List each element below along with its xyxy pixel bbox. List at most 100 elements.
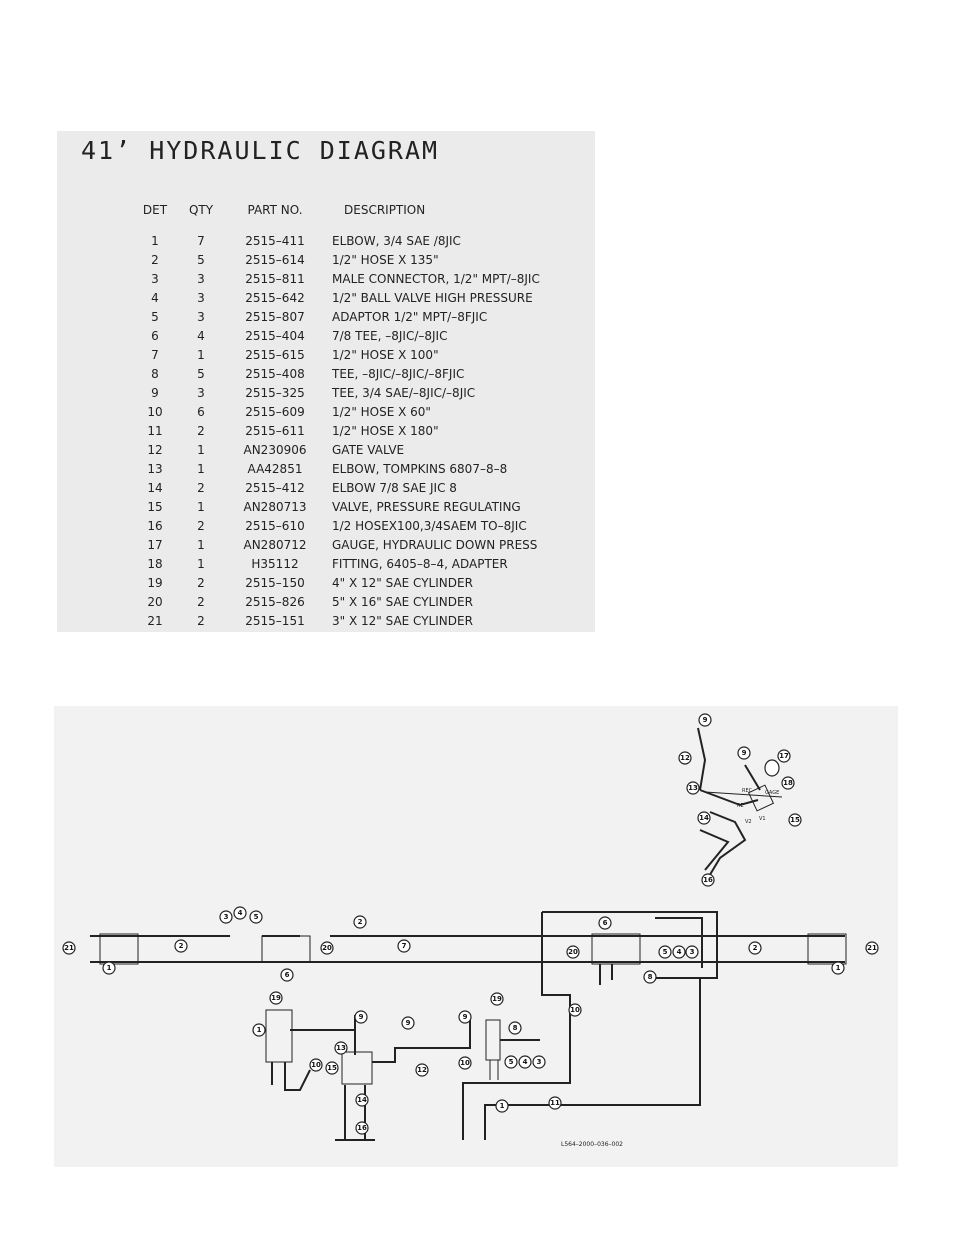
qty-cell: 1 [197, 556, 205, 571]
svg-text:1: 1 [836, 964, 841, 972]
callout-3: 3 [219, 910, 233, 924]
description-cell: ELBOW, 3/4 SAE /8JIC [332, 233, 461, 248]
svg-text:13: 13 [688, 784, 698, 792]
table-row: 17 1 AN280712 GAUGE, HYDRAULIC DOWN PRESS [134, 535, 540, 554]
det-cell: 13 [147, 461, 163, 476]
det-cell: 17 [147, 537, 163, 552]
callout-18: 18 [781, 776, 795, 790]
callout-7: 7 [397, 939, 411, 953]
part-no-cell: 2515–610 [245, 518, 305, 533]
callout-10: 10 [458, 1056, 472, 1070]
description-cell: 7/8 TEE, –8JIC/–8JIC [332, 328, 448, 343]
description-cell: 1/2" HOSE X 100" [332, 347, 439, 362]
svg-text:10: 10 [460, 1059, 470, 1067]
part-no-cell: AN230906 [243, 442, 307, 457]
part-no-cell: AN280712 [243, 537, 307, 552]
callout-10: 10 [568, 1003, 582, 1017]
qty-cell: 1 [197, 537, 205, 552]
det-cell: 1 [151, 233, 159, 248]
part-no-cell: 2515–411 [245, 233, 305, 248]
description-cell: ADAPTOR 1/2" MPT/–8FJIC [332, 309, 488, 324]
description-cell: MALE CONNECTOR, 1/2" MPT/–8JIC [332, 271, 540, 286]
part-no-cell: 2515–408 [245, 366, 305, 381]
table-header-row: DET QTY PART NO. DESCRIPTION [134, 203, 540, 231]
svg-text:6: 6 [285, 971, 290, 979]
svg-text:4: 4 [238, 909, 243, 917]
callout-19: 19 [269, 991, 283, 1005]
svg-text:5: 5 [254, 913, 259, 921]
qty-cell: 2 [197, 613, 205, 628]
svg-text:9: 9 [463, 1013, 468, 1021]
callout-9: 9 [458, 1010, 472, 1024]
svg-text:20: 20 [322, 944, 332, 952]
callout-1: 1 [495, 1099, 509, 1113]
svg-text:3: 3 [537, 1058, 542, 1066]
part-no-cell: 2515–325 [245, 385, 305, 400]
callout-12: 12 [415, 1063, 429, 1077]
det-cell: 2 [151, 252, 159, 267]
svg-text:18: 18 [783, 779, 793, 787]
part-no-cell: 2515–609 [245, 404, 305, 419]
description-cell: ELBOW, TOMPKINS 6807–8–8 [332, 461, 508, 476]
svg-text:9: 9 [703, 716, 708, 724]
svg-text:5: 5 [663, 948, 668, 956]
callout-15: 15 [788, 813, 802, 827]
callout-9: 9 [354, 1010, 368, 1024]
qty-cell: 1 [197, 499, 205, 514]
svg-text:2: 2 [753, 944, 758, 952]
qty-cell: 5 [197, 252, 205, 267]
svg-text:21: 21 [867, 944, 877, 952]
svg-text:8: 8 [513, 1024, 518, 1032]
qty-cell: 3 [197, 290, 205, 305]
callout-21: 21 [865, 941, 879, 955]
callout-16: 16 [355, 1121, 369, 1135]
inset-label-v1: V1 [759, 816, 766, 822]
description-cell: GAUGE, HYDRAULIC DOWN PRESS [332, 537, 538, 552]
callout-6: 6 [598, 916, 612, 930]
callout-20: 20 [320, 941, 334, 955]
det-cell: 20 [147, 594, 163, 609]
svg-text:11: 11 [550, 1099, 560, 1107]
qty-cell: 5 [197, 366, 205, 381]
svg-text:12: 12 [680, 754, 690, 762]
det-cell: 4 [151, 290, 159, 305]
inset-label-v2: V2 [745, 819, 752, 825]
description-cell: 4" X 12" SAE CYLINDER [332, 575, 473, 590]
det-cell: 3 [151, 271, 159, 286]
det-cell: 6 [151, 328, 159, 343]
description-cell: 5" X 16" SAE CYLINDER [332, 594, 473, 609]
det-cell: 16 [147, 518, 163, 533]
part-no-cell: 2515–614 [245, 252, 305, 267]
svg-text:13: 13 [336, 1044, 346, 1052]
header-part-no: PART NO. [247, 203, 303, 217]
qty-cell: 3 [197, 271, 205, 286]
drawing-number: L564–2000–036–002 [561, 1141, 623, 1148]
det-cell: 5 [151, 309, 159, 324]
callout-1: 1 [252, 1023, 266, 1037]
callout-15: 15 [325, 1061, 339, 1075]
description-cell: ELBOW 7/8 SAE JIC 8 [332, 480, 457, 495]
callout-12: 12 [678, 751, 692, 765]
svg-text:20: 20 [568, 948, 578, 956]
det-cell: 7 [151, 347, 159, 362]
svg-text:1: 1 [500, 1102, 505, 1110]
det-cell: 19 [147, 575, 163, 590]
valve-inset-detail: REC GAGE RE V2 V1 [697, 727, 783, 879]
det-cell: 15 [147, 499, 163, 514]
qty-cell: 1 [197, 461, 205, 476]
svg-text:1: 1 [257, 1026, 262, 1034]
callout-14: 14 [697, 811, 711, 825]
callout-3: 3 [532, 1055, 546, 1069]
header-description: DESCRIPTION [344, 203, 426, 217]
description-cell: FITTING, 6405–8–4, ADAPTER [332, 556, 508, 571]
